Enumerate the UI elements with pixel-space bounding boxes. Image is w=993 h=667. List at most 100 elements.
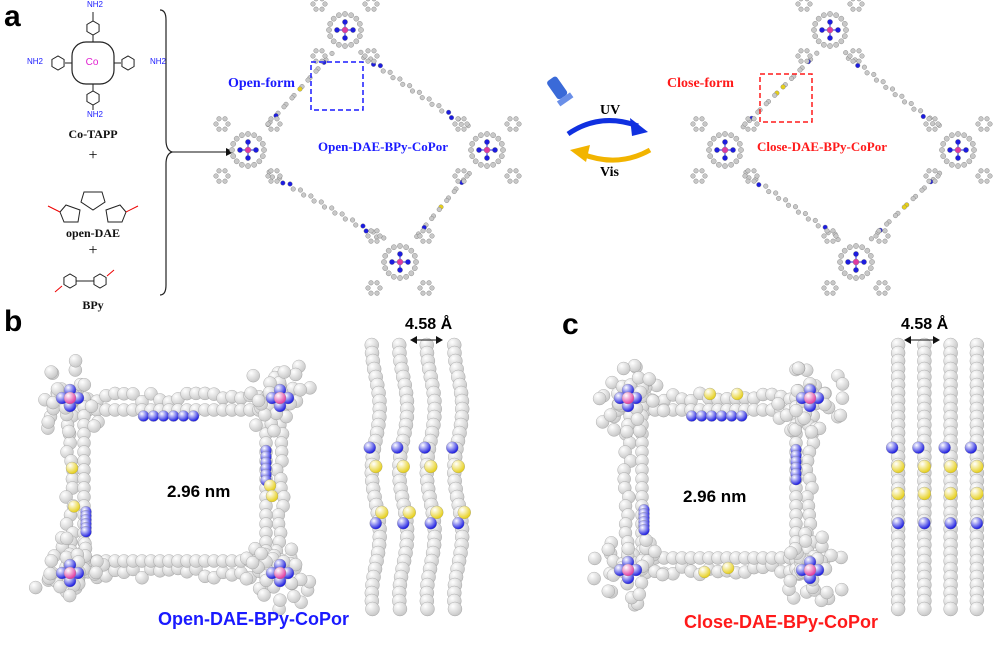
- sulfur-sphere: [403, 506, 416, 519]
- carbon-sphere: [835, 583, 848, 596]
- phenyl-carbon: [752, 179, 757, 184]
- carbon-atom: [783, 198, 788, 203]
- nitrogen-atom: [281, 181, 286, 186]
- carbon-atom: [437, 103, 442, 108]
- nitrogen-sphere: [912, 442, 924, 454]
- nitrogen-sphere: [178, 411, 189, 422]
- carbon-sphere: [252, 394, 265, 407]
- phenyl-carbon: [834, 234, 839, 239]
- sulfur-sphere: [452, 460, 465, 473]
- carbon-sphere: [633, 588, 646, 601]
- carbon-atom: [257, 136, 262, 141]
- carbon-atom: [806, 217, 811, 222]
- cobalt-sphere: [64, 392, 76, 404]
- carbon-atom: [484, 131, 489, 136]
- phenyl-carbon: [886, 234, 891, 239]
- carbon-atom: [860, 274, 865, 279]
- carbon-sphere: [42, 416, 55, 429]
- phenyl-carbon: [217, 117, 222, 122]
- nitrogen-atom: [855, 63, 860, 68]
- carbon-atom: [261, 147, 266, 152]
- uv-arrowhead: [630, 118, 648, 136]
- carbon-atom: [329, 206, 334, 211]
- phenyl-carbon: [755, 122, 760, 127]
- phenyl-carbon: [883, 291, 888, 296]
- cyclopentene-ring: [81, 192, 105, 210]
- phenyl-carbon: [796, 2, 801, 7]
- sulfur-sphere: [722, 562, 734, 574]
- carbon-atom: [484, 163, 489, 168]
- nh2-left: NH2: [27, 57, 43, 66]
- phenyl-carbon: [311, 2, 316, 7]
- sulfur-sphere: [970, 487, 983, 500]
- carbon-atom: [939, 147, 944, 152]
- carbon-atom: [842, 21, 847, 26]
- carbon-atom: [252, 133, 257, 138]
- plus-sign: +: [88, 147, 97, 165]
- carbon-atom: [941, 141, 946, 146]
- phenyl-carbon: [877, 229, 882, 234]
- phenyl-carbon: [278, 174, 283, 179]
- phenyl-carbon: [378, 286, 383, 291]
- carbon-atom: [853, 243, 858, 248]
- phenyl-carbon: [375, 2, 380, 7]
- nitrogen-atom: [757, 182, 762, 187]
- phenyl-carbon: [311, 54, 316, 59]
- carbon-atom: [413, 259, 418, 264]
- carbon-sphere: [63, 589, 76, 602]
- phenyl-carbon: [927, 169, 932, 174]
- phenyl-carbon: [831, 239, 836, 244]
- phenyl-carbon: [275, 117, 280, 122]
- carbon-atom: [331, 39, 336, 44]
- phenyl-carbon: [508, 179, 513, 184]
- sulfur-sphere: [892, 487, 905, 500]
- bond: [126, 206, 138, 212]
- carbon-atom: [893, 92, 898, 97]
- phenyl-carbon: [462, 117, 467, 122]
- phenyl-carbon: [369, 229, 374, 234]
- carbon-sphere: [44, 567, 57, 580]
- carbon-atom: [452, 189, 457, 194]
- layer-spacing-c: 4.58 Å: [901, 316, 948, 334]
- carbon-atom: [909, 101, 914, 106]
- phenyl-carbon: [924, 174, 929, 179]
- phenyl-carbon: [314, 0, 319, 1]
- phenyl-carbon: [703, 122, 708, 127]
- phenyl-carbon: [985, 169, 990, 174]
- nitrogen-sphere: [158, 411, 169, 422]
- sulfur-sphere: [970, 460, 983, 473]
- panel-b-title: Open-DAE-BPy-CoPor: [158, 609, 349, 630]
- nitrogen-sphere: [639, 524, 650, 535]
- phenyl-carbon: [924, 122, 929, 127]
- sulfur-sphere: [424, 460, 437, 473]
- phenyl-carbon: [269, 127, 274, 132]
- cobalt-atom: [955, 147, 961, 153]
- phenyl-carbon: [369, 239, 374, 244]
- pyridine-ring: [64, 274, 76, 288]
- carbon-sphere: [635, 576, 648, 589]
- phenyl-carbon: [799, 0, 804, 1]
- carbon-sphere: [784, 546, 797, 559]
- carbon-atom: [955, 163, 960, 168]
- layer-spacing-b: 4.58 Å: [405, 316, 452, 334]
- phenyl-carbon: [223, 117, 228, 122]
- phenyl-carbon: [831, 281, 836, 286]
- sulfur-atom: [781, 85, 786, 90]
- carbon-atom: [796, 210, 801, 215]
- carbon-atom: [349, 13, 354, 18]
- nitrogen-atom: [449, 115, 454, 120]
- carbon-atom: [884, 222, 889, 227]
- sulfur-sphere: [944, 487, 957, 500]
- phenyl-carbon: [278, 122, 283, 127]
- carbon-atom: [893, 213, 898, 218]
- carbon-atom: [706, 147, 711, 152]
- carbon-sphere: [834, 409, 847, 422]
- nh2-top: NH2: [87, 0, 103, 9]
- carbon-atom: [847, 245, 852, 250]
- carbon-sphere: [90, 566, 103, 579]
- phenyl-carbon: [226, 122, 231, 127]
- carbon-sphere: [273, 594, 286, 607]
- nitrogen-sphere: [965, 442, 977, 454]
- carbon-atom: [412, 266, 417, 271]
- phenyl-ring: [122, 56, 134, 70]
